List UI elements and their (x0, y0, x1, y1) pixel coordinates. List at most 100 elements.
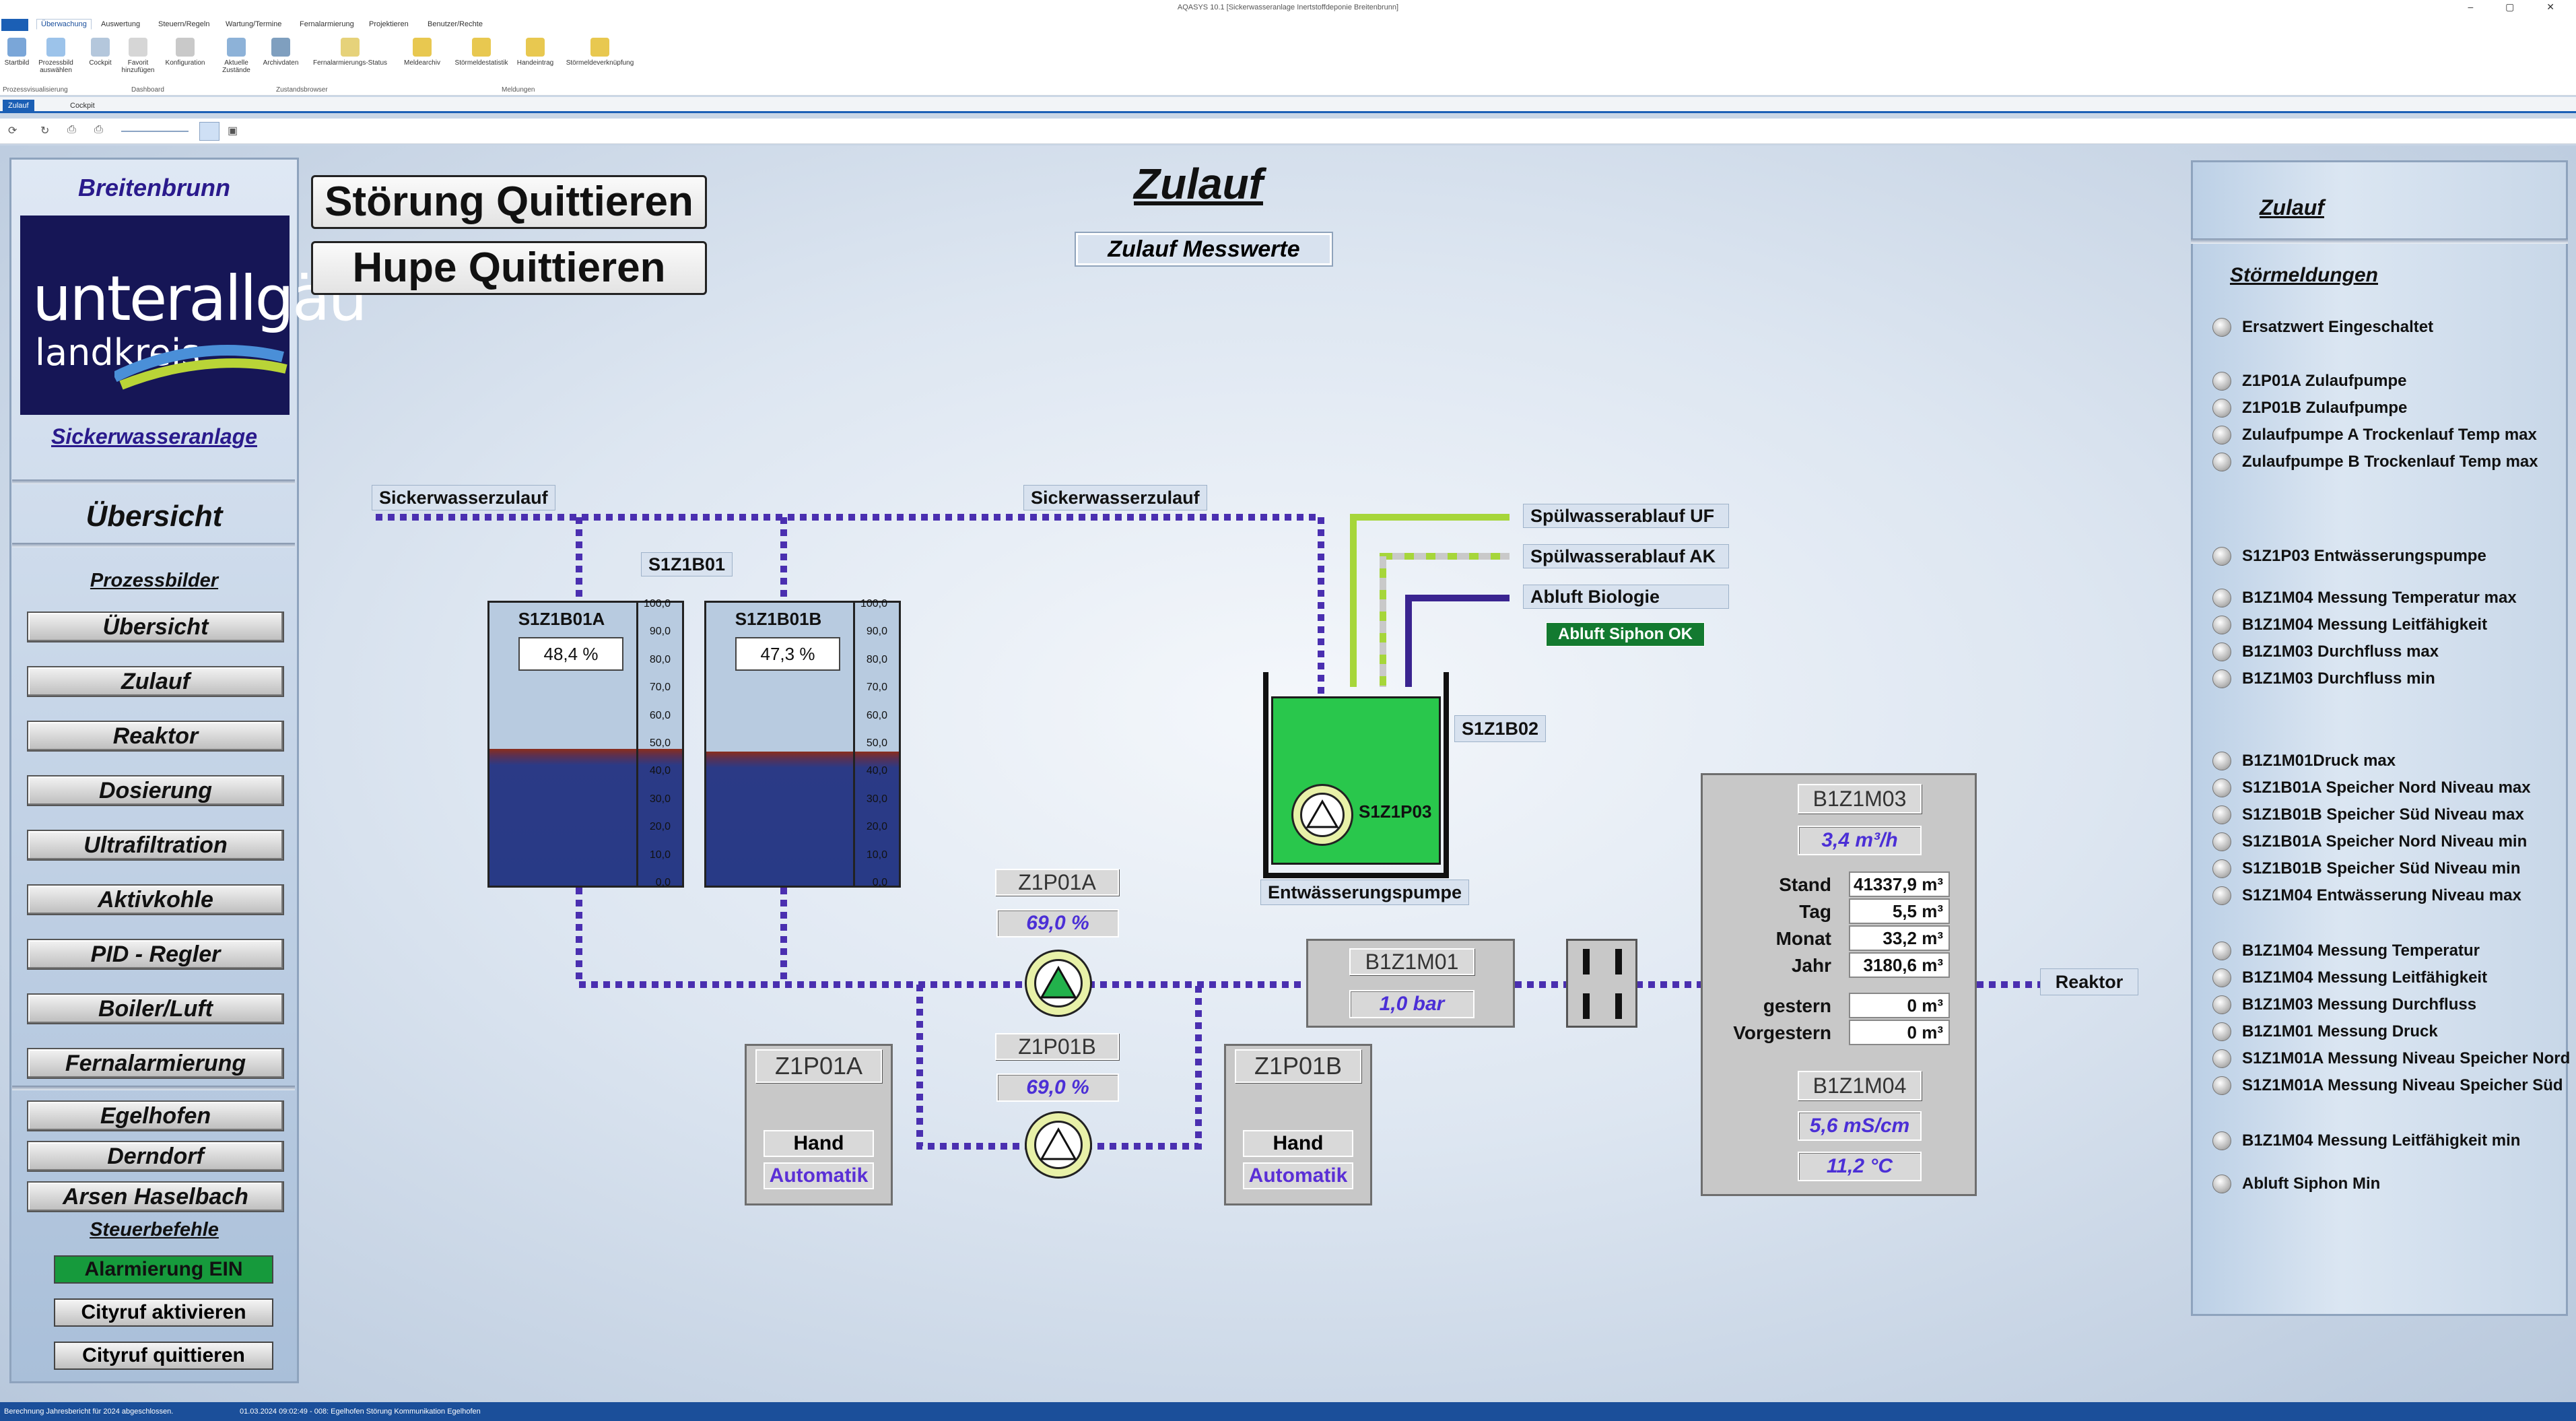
alarm-text: Zulaufpumpe B Trockenlauf Temp max (2242, 453, 2538, 471)
reactor-link[interactable]: Reaktor (2040, 968, 2138, 995)
pump-a[interactable] (1025, 950, 1092, 1017)
sump-tank (1263, 672, 1449, 878)
print-icon[interactable]: ⎙ (67, 124, 76, 135)
separator (12, 543, 295, 548)
ribbon-prozessbild[interactable]: Prozessbild auswählen (32, 38, 79, 74)
ribbon-group-meldungen: Meldungen (502, 86, 535, 94)
scale-tick: 90,0 (649, 626, 671, 638)
window-controls[interactable]: – ▢ ✕ (2468, 1, 2569, 12)
view-toolbar: ⟳ ↻ ⎙ ⎙ ▣ (0, 119, 2576, 144)
pump-b[interactable] (1025, 1111, 1092, 1179)
pump-b-auto-button[interactable]: Automatik (1243, 1162, 1353, 1189)
pump-a-tag: Z1P01A (995, 869, 1119, 896)
measurements-button[interactable]: Zulauf Messwerte (1076, 233, 1332, 265)
ribbon-startbild[interactable]: Startbild (0, 38, 40, 67)
nav-aktivkohle[interactable]: Aktivkohle (27, 884, 284, 915)
alarm-section-title: Störmeldungen (2230, 264, 2379, 286)
scale-tick: 60,0 (649, 709, 671, 721)
menu-tab-steuern[interactable]: Steuern/Regeln (158, 20, 210, 28)
plant-link[interactable]: Sickerwasseranlage (51, 424, 257, 449)
pump-b-inner (1034, 1121, 1083, 1169)
refresh-icon[interactable]: ⟳ (8, 125, 18, 137)
nav-reaktor[interactable]: Reaktor (27, 721, 284, 752)
fit-icon[interactable]: ▣ (228, 125, 238, 137)
sump-level (1271, 696, 1441, 865)
scale-tick: 20,0 (649, 821, 671, 833)
nav-arsen-haselbach[interactable]: Arsen Haselbach (27, 1181, 284, 1212)
cityruf-ack-button[interactable]: Cityruf quittieren (54, 1342, 273, 1370)
ribbon-konfiguration[interactable]: Konfiguration (162, 38, 209, 67)
doc-tab-zulauf[interactable]: Zulauf (3, 100, 34, 112)
alarm-indicator-icon (2212, 1049, 2231, 1068)
nav-fernalarmierung[interactable]: Fernalarmierung (27, 1048, 284, 1079)
nav-zulauf[interactable]: Zulauf (27, 666, 284, 697)
ribbon-favorit[interactable]: Favorit hinzufügen (114, 38, 162, 74)
ribbon-stoermeldestatistik[interactable]: Störmeldestatistik (451, 38, 512, 67)
site-name: Breitenbrunn (77, 174, 230, 201)
alarm-indicator-icon (2212, 642, 2231, 661)
nav-boiler-luft[interactable]: Boiler/Luft (27, 993, 284, 1024)
siphon-ok-badge: Abluft Siphon OK (1546, 622, 1705, 647)
nav-pid-regler[interactable]: PID - Regler (27, 939, 284, 970)
ribbon-zustaende[interactable]: Aktuelle Zustände (213, 38, 260, 74)
menu-tab-fernalarmierung[interactable]: Fernalarmierung (300, 20, 354, 28)
nav-derndorf[interactable]: Derndorf (27, 1141, 284, 1172)
picture-icon (46, 38, 65, 57)
ribbon-archivdaten[interactable]: Archivdaten (257, 38, 304, 67)
alarm-indicator-icon (2212, 941, 2231, 960)
star-icon (129, 38, 147, 57)
menu-tab-ueberwachung[interactable]: Überwachung (36, 19, 92, 30)
zoom-slider[interactable] (121, 131, 189, 132)
bell-icon (341, 38, 360, 57)
tank-b-value: 47,3 % (735, 637, 840, 671)
ribbon: Startbild Prozessbild auswählen Cockpit … (0, 32, 2576, 96)
scale-tick: 80,0 (649, 653, 671, 665)
sump-label: S1Z1B02 (1454, 715, 1547, 742)
app-menu-button[interactable] (1, 19, 28, 31)
flow-tag-label: Tag (1799, 901, 1831, 922)
alarm-indicator-icon (2212, 399, 2231, 418)
cityruf-activate-button[interactable]: Cityruf aktivieren (54, 1298, 273, 1327)
alarm-item: S1Z1B01B Speicher Süd Niveau max (2212, 805, 2524, 824)
ribbon-stoermeldeverknuepfung[interactable]: Störmeldeverknüpfung (563, 38, 637, 67)
pan-icon[interactable] (199, 122, 219, 141)
ack-fault-button[interactable]: Störung Quittieren (311, 175, 707, 229)
nav-egelhofen[interactable]: Egelhofen (27, 1100, 284, 1131)
print-preview-icon[interactable]: ⎙ (94, 124, 103, 135)
pump-a-auto-button[interactable]: Automatik (764, 1162, 874, 1189)
flow-gestern-value: 0 m³ (1849, 993, 1950, 1018)
list-icon (227, 38, 246, 57)
menu-tab-wartung[interactable]: Wartung/Termine (226, 20, 282, 28)
scale-tick: 0,0 (655, 877, 671, 888)
alarm-indicator-icon (2212, 426, 2231, 444)
shutoff-valve[interactable] (1566, 939, 1637, 1028)
doc-tab-cockpit[interactable]: Cockpit (70, 102, 95, 110)
ribbon-fernalarm-status[interactable]: Fernalarmierungs-Status (310, 38, 391, 67)
pump-b-hand-button[interactable]: Hand (1243, 1130, 1353, 1157)
menu-tab-auswertung[interactable]: Auswertung (101, 20, 141, 28)
tank-a-level (489, 748, 682, 886)
flowmeter-value: 3,4 m³/h (1798, 826, 1922, 855)
pump-b-tag: Z1P01B (995, 1033, 1119, 1060)
nav-dosierung[interactable]: Dosierung (27, 775, 284, 806)
alarm-indicator-icon (2212, 1175, 2231, 1193)
overview-heading[interactable]: Übersicht (86, 500, 223, 533)
reload-icon[interactable]: ↻ (40, 125, 50, 137)
alarm-item: B1Z1M04 Messung Leitfähigkeit (2212, 968, 2487, 987)
alarm-indicator-icon (2212, 859, 2231, 878)
ack-horn-button[interactable]: Hupe Quittieren (311, 241, 707, 295)
menu-tab-projektieren[interactable]: Projektieren (369, 20, 409, 28)
flow-stand-value: 41337,9 m³ (1849, 871, 1950, 897)
nav-ultrafiltration[interactable]: Ultrafiltration (27, 830, 284, 861)
sump-pump[interactable] (1291, 784, 1353, 846)
alarm-indicator-icon (2212, 616, 2231, 634)
alarm-on-button[interactable]: Alarmierung EIN (54, 1255, 273, 1284)
scale-tick: 80,0 (866, 653, 887, 665)
flow-monat-label: Monat (1775, 928, 1831, 949)
ribbon-handeintrag[interactable]: Handeintrag (512, 38, 559, 67)
pump-a-hand-button[interactable]: Hand (764, 1130, 874, 1157)
menu-tab-benutzer[interactable]: Benutzer/Rechte (428, 20, 483, 28)
nav-uebersicht[interactable]: Übersicht (27, 612, 284, 642)
ribbon-cockpit[interactable]: Cockpit (77, 38, 124, 67)
ribbon-meldearchiv[interactable]: Meldearchiv (399, 38, 446, 67)
